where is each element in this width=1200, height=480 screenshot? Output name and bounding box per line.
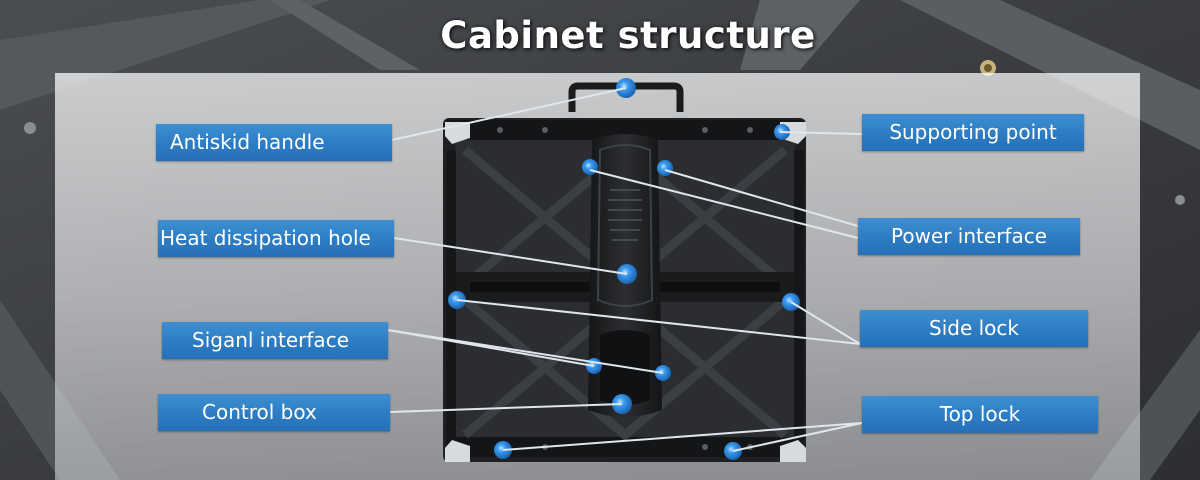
label-control-box: Control box xyxy=(158,394,390,431)
label-side-lock: Side lock xyxy=(860,310,1088,347)
label-signal-interface: Siganl interface xyxy=(162,322,388,359)
label-top-lock: Top lock xyxy=(862,396,1098,433)
label-power-interface: Power interface xyxy=(858,218,1080,255)
label-supporting-point: Supporting point xyxy=(862,114,1084,151)
page-title: Cabinet structure xyxy=(440,14,816,57)
label-heat-dissipation-hole: Heat dissipation hole xyxy=(158,220,394,257)
label-antiskid-handle: Antiskid handle xyxy=(156,124,392,161)
